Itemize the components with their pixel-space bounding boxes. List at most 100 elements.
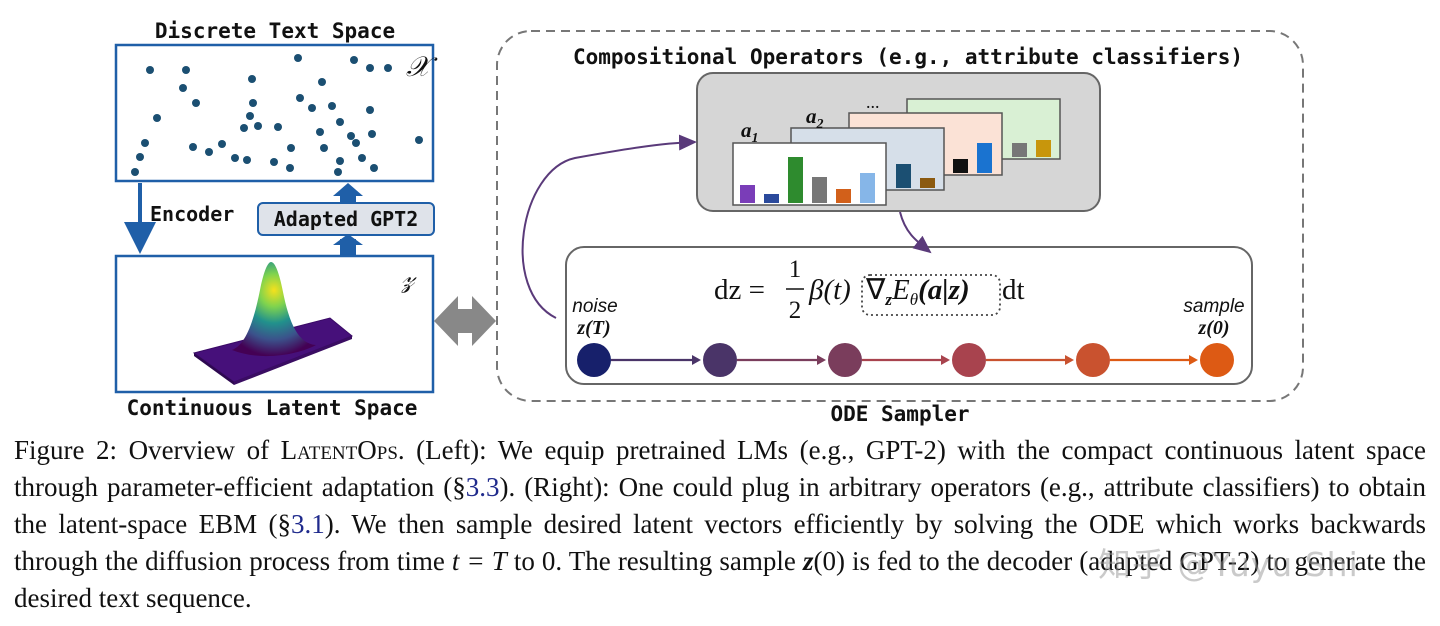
text-point — [370, 164, 378, 172]
z-symbol: 𝓏 — [400, 263, 417, 294]
a1-label: a1 — [741, 118, 759, 146]
text-point — [243, 156, 251, 164]
bidirectional-arrow — [434, 296, 496, 346]
more-operators-dots: ... — [866, 92, 880, 112]
sample-variable: z(0) — [1197, 317, 1229, 339]
caption-fig-label: Figure 2: Overview of — [14, 435, 281, 465]
ode-state-node — [1076, 343, 1110, 377]
caption-ref-3-3[interactable]: 3.3 — [465, 472, 500, 502]
caption-part-5: is fed to the decoder (adapted GPT-2) to… — [14, 546, 1426, 613]
caption-part-1: . (Left): We equip pretrained LMs (e.g.,… — [14, 435, 1426, 502]
ode-state-node — [828, 343, 862, 377]
svg-text:dt: dt — [1002, 274, 1025, 306]
text-point — [352, 139, 360, 147]
text-point — [246, 112, 254, 120]
ode-state-node — [703, 343, 737, 377]
text-point — [218, 140, 226, 148]
classifier-bar — [764, 194, 779, 203]
text-point — [136, 153, 144, 161]
text-point — [254, 122, 262, 130]
noise-to-operators-arrow — [521, 134, 697, 319]
caption-z0: z — [802, 546, 814, 576]
ode-sampler-title: ODE Sampler — [830, 402, 969, 426]
text-point — [240, 124, 248, 132]
ode-sampling-chain — [577, 343, 1234, 377]
text-point — [296, 94, 304, 102]
classifier-bar — [1012, 143, 1027, 157]
latent-title: Continuous Latent Space — [127, 396, 418, 420]
ode-state-node — [1200, 343, 1234, 377]
ode-step-arrowhead — [941, 355, 950, 365]
classifier-bar — [920, 178, 935, 188]
caption-part-4: to 0. The resulting sample — [506, 546, 803, 576]
discrete-title: Discrete Text Space — [155, 19, 395, 43]
operators-title: Compositional Operators (e.g., attribute… — [573, 45, 1243, 69]
text-point — [248, 75, 256, 83]
text-point — [179, 84, 187, 92]
right-dashed-container — [496, 30, 1304, 402]
text-point — [270, 158, 278, 166]
classifier-panel-1-bars — [740, 157, 875, 203]
gaussian-surface — [192, 262, 353, 385]
sample-label: sample — [1183, 296, 1244, 317]
text-point — [249, 99, 257, 107]
text-point — [366, 64, 374, 72]
text-point — [189, 143, 197, 151]
caption-method-name: LatentOps — [280, 435, 398, 465]
classifier-bar — [896, 164, 911, 188]
text-point — [368, 130, 376, 138]
classifier-bar — [788, 157, 803, 203]
text-point — [141, 139, 149, 147]
text-point — [192, 99, 200, 107]
text-point — [182, 66, 190, 74]
text-point — [320, 144, 328, 152]
operators-to-equation-arrow — [899, 211, 932, 254]
caption-ref-3-1[interactable]: 3.1 — [290, 509, 325, 539]
text-point — [316, 128, 324, 136]
figure-caption: Figure 2: Overview of LatentOps. (Left):… — [14, 432, 1426, 617]
caption-z0-arg: (0) — [813, 546, 845, 576]
a2-label: a2 — [806, 104, 824, 132]
adapted-gpt2-box — [257, 202, 435, 236]
ode-state-node — [952, 343, 986, 377]
svg-text:dz =: dz = — [714, 274, 765, 306]
text-point — [153, 114, 161, 122]
ode-state-node — [577, 343, 611, 377]
text-point — [336, 118, 344, 126]
text-point — [131, 168, 139, 176]
classifier-panel-2-bars — [896, 164, 935, 188]
text-point — [274, 123, 282, 131]
svg-text:2: 2 — [789, 297, 802, 324]
classifier-bar — [953, 159, 968, 173]
text-point — [334, 168, 342, 176]
caption-t-equals-T: t = T — [451, 546, 507, 576]
gradient-highlight-box — [861, 274, 1001, 316]
caption-part-2: ). (Right): One could plug in arbitrary … — [14, 472, 1426, 539]
ode-equation: dz = 1 2 β(t) ∇zEθ(a|z) dt — [714, 256, 1025, 324]
text-point — [231, 154, 239, 162]
text-point — [318, 78, 326, 86]
text-point — [415, 136, 423, 144]
watermark: 知乎 @Yuyu Shi — [1098, 545, 1359, 584]
ode-step-arrowhead — [1189, 355, 1198, 365]
classifier-bar — [1036, 140, 1051, 157]
text-point — [347, 132, 355, 140]
text-point — [287, 144, 295, 152]
gpt-arrow-top-head — [333, 183, 363, 196]
gpt-arrow-bottom-head — [333, 234, 363, 245]
classifier-bar — [812, 177, 827, 203]
encoder-label: Encoder — [150, 202, 234, 226]
text-point — [384, 64, 392, 72]
svg-text:∇zEθ(a|z): ∇zEθ(a|z) — [865, 274, 970, 309]
noise-label: noise — [572, 296, 617, 317]
classifier-bar — [836, 189, 851, 203]
adapted-gpt2-label: Adapted GPT2 — [274, 207, 419, 231]
text-point — [146, 66, 154, 74]
text-point — [205, 148, 213, 156]
classifier-panel-4-bars — [1012, 140, 1051, 157]
text-point — [308, 104, 316, 112]
ode-step-arrowhead — [817, 355, 826, 365]
svg-text:β(t): β(t) — [808, 274, 851, 306]
text-point — [358, 154, 366, 162]
